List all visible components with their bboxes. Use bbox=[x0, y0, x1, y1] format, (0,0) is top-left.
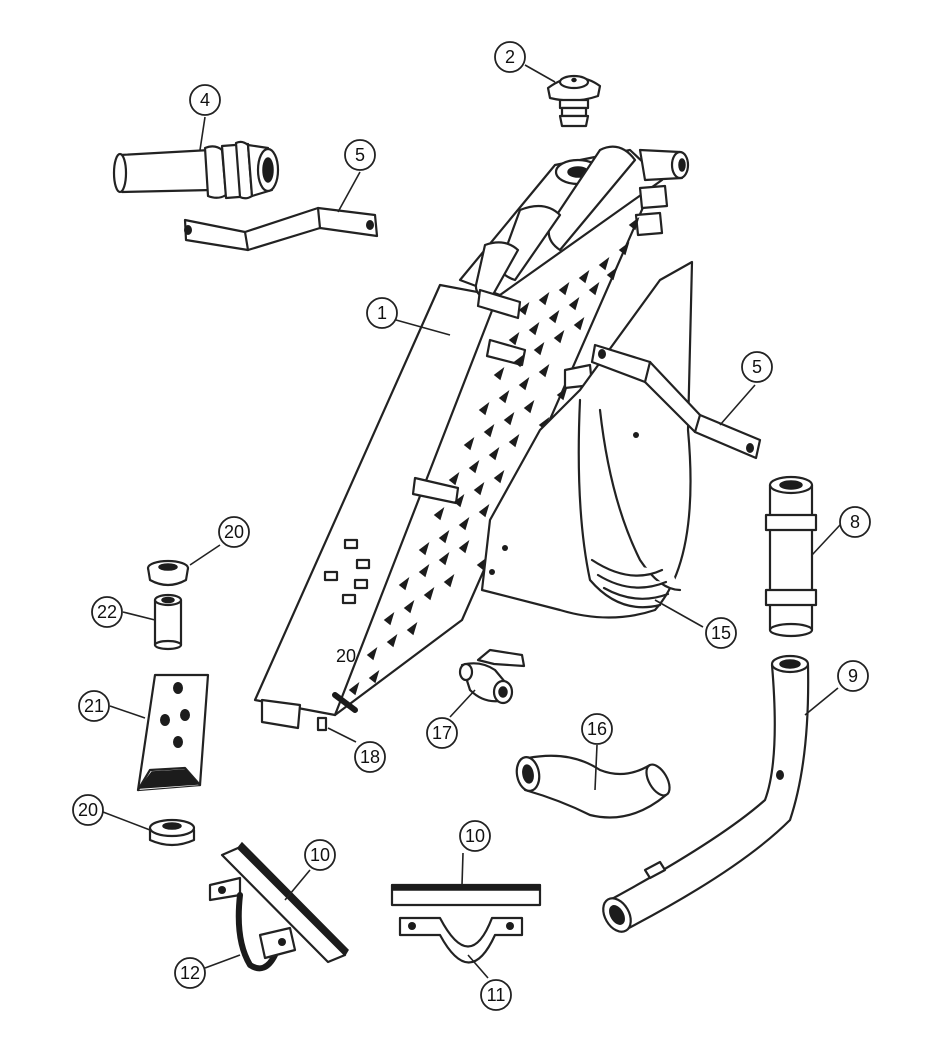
callout-9: 9 bbox=[837, 660, 869, 692]
callout-20-lower: 20 bbox=[72, 794, 104, 826]
callout-9-label: 9 bbox=[848, 666, 858, 686]
callout-5-right-label: 5 bbox=[752, 357, 762, 377]
part-5-stay-bar-upper bbox=[183, 206, 379, 252]
callout-15: 15 bbox=[705, 617, 737, 649]
callout-2-label: 2 bbox=[505, 47, 515, 67]
callout-20-upper: 20 bbox=[218, 516, 250, 548]
callout-15-label: 15 bbox=[711, 623, 731, 643]
callout-4: 4 bbox=[189, 84, 221, 116]
callout-17-label: 17 bbox=[432, 723, 452, 743]
part-20-grommet-lower bbox=[148, 818, 196, 847]
callouts: 1 2 4 5 5 8 9 10 10 11 12 15 16 17 18 20… bbox=[72, 41, 871, 1011]
part-10-packing-strip-right bbox=[390, 883, 542, 907]
callout-18-label: 18 bbox=[360, 747, 380, 767]
callout-5-right: 5 bbox=[741, 351, 773, 383]
callout-10-right-label: 10 bbox=[465, 826, 485, 846]
callout-2: 2 bbox=[494, 41, 526, 73]
callout-1: 1 bbox=[366, 297, 398, 329]
callout-11-label: 11 bbox=[487, 985, 506, 1005]
callout-10-right: 10 bbox=[459, 820, 491, 852]
part-10-packing-strip-left bbox=[220, 841, 349, 964]
part-22-spacer-tube bbox=[153, 593, 183, 651]
part-2-radiator-cap bbox=[546, 74, 602, 128]
side-tank-studs bbox=[323, 538, 371, 605]
callout-11: 11 bbox=[480, 979, 512, 1011]
callout-21-label: 21 bbox=[84, 696, 104, 716]
callout-8: 8 bbox=[839, 506, 871, 538]
core-matrix-pattern bbox=[348, 217, 640, 696]
callout-10-left-label: 10 bbox=[310, 845, 330, 865]
callout-20-upper-label: 20 bbox=[224, 522, 244, 542]
callout-12-label: 12 bbox=[180, 963, 200, 983]
part-9-bottom-hose-pipe bbox=[602, 654, 810, 933]
part-21-mounting-block bbox=[136, 673, 210, 792]
callout-18: 18 bbox=[354, 741, 386, 773]
callout-21: 21 bbox=[78, 690, 110, 722]
callout-12: 12 bbox=[174, 957, 206, 989]
callout-4-label: 4 bbox=[200, 90, 210, 110]
callout-5-upper-label: 5 bbox=[355, 145, 365, 165]
callout-16-label: 16 bbox=[587, 719, 607, 739]
part-5-stay-bar-right bbox=[590, 343, 762, 460]
callout-22: 22 bbox=[91, 596, 123, 628]
leader-lines bbox=[102, 64, 841, 979]
callout-17: 17 bbox=[426, 717, 458, 749]
callout-16: 16 bbox=[581, 713, 613, 745]
callout-8-label: 8 bbox=[850, 512, 860, 532]
inline-label-20: 20 bbox=[336, 646, 356, 666]
part-11-saddle-bracket bbox=[398, 916, 524, 964]
callout-1-label: 1 bbox=[377, 303, 387, 323]
part-12-bracket-left bbox=[208, 876, 297, 972]
part-15-cowl bbox=[480, 260, 694, 619]
part-20-grommet-upper bbox=[146, 559, 190, 587]
callout-10-left: 10 bbox=[304, 839, 336, 871]
part-1-radiator-core bbox=[253, 145, 690, 732]
part-8-hose-connector bbox=[764, 475, 818, 638]
callout-20-lower-label: 20 bbox=[78, 800, 98, 820]
callout-22-label: 22 bbox=[97, 602, 117, 622]
part-4-inlet-pipe bbox=[112, 140, 280, 200]
callout-5-upper: 5 bbox=[344, 139, 376, 171]
part-16-top-hose bbox=[515, 754, 671, 819]
